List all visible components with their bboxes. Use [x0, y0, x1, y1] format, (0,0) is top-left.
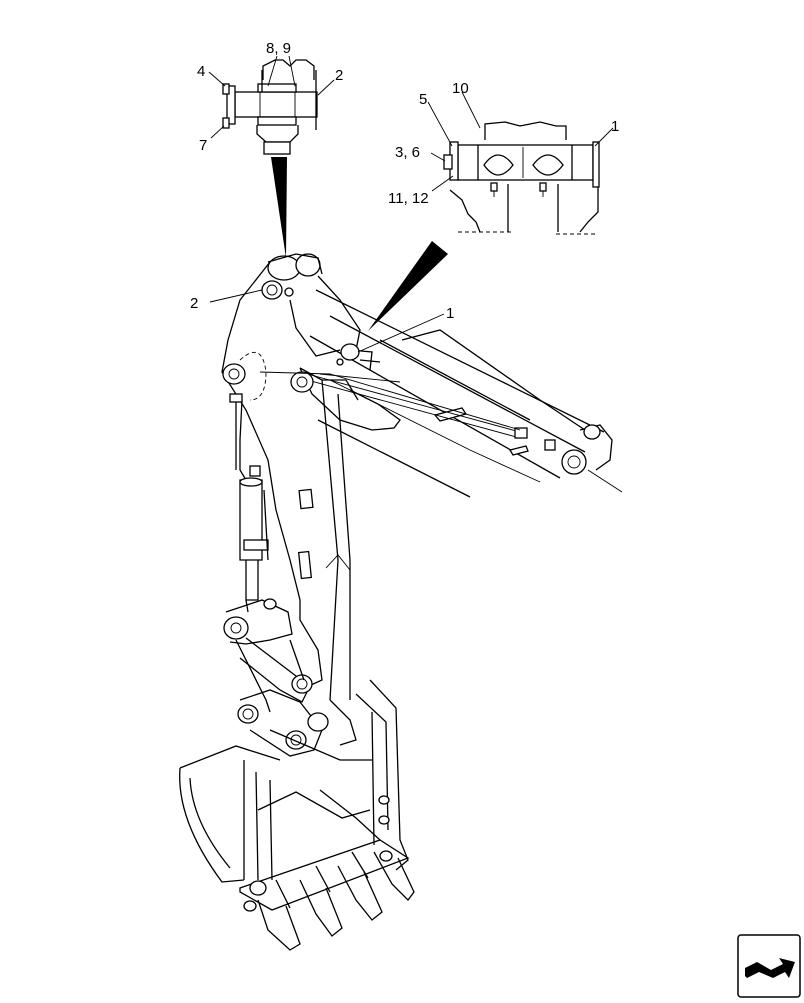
- leader-2-main: [209, 289, 263, 303]
- callout-1-detail: 1: [611, 118, 619, 135]
- bucket-linkage: [223, 598, 357, 757]
- callout-11-12: 11, 12: [388, 190, 429, 207]
- boom-assembly: [299, 289, 623, 498]
- callout-10: 10: [452, 80, 469, 97]
- bucket: [179, 679, 415, 951]
- detail-pointer-wedge-left: [271, 157, 287, 258]
- callout-2-main: 2: [190, 295, 198, 312]
- detail-view-right-pin: [427, 91, 614, 235]
- leader-1-main: [357, 313, 445, 353]
- callout-1-main: 1: [446, 305, 454, 322]
- bucket-cylinder: [229, 393, 269, 613]
- callout-5: 5: [419, 91, 427, 108]
- callout-2-detail: 2: [335, 67, 343, 84]
- detail-pointer-wedge-right: [368, 241, 448, 331]
- next-page-button[interactable]: [737, 934, 801, 998]
- callout-7: 7: [199, 137, 207, 154]
- callout-8-9: 8, 9: [266, 40, 291, 57]
- next-page-arrow-icon: [737, 934, 801, 998]
- detail-view-left-pin: [208, 55, 335, 155]
- callout-3-6: 3, 6: [395, 144, 420, 161]
- arm-assembly: [221, 253, 521, 701]
- callout-4: 4: [197, 63, 205, 80]
